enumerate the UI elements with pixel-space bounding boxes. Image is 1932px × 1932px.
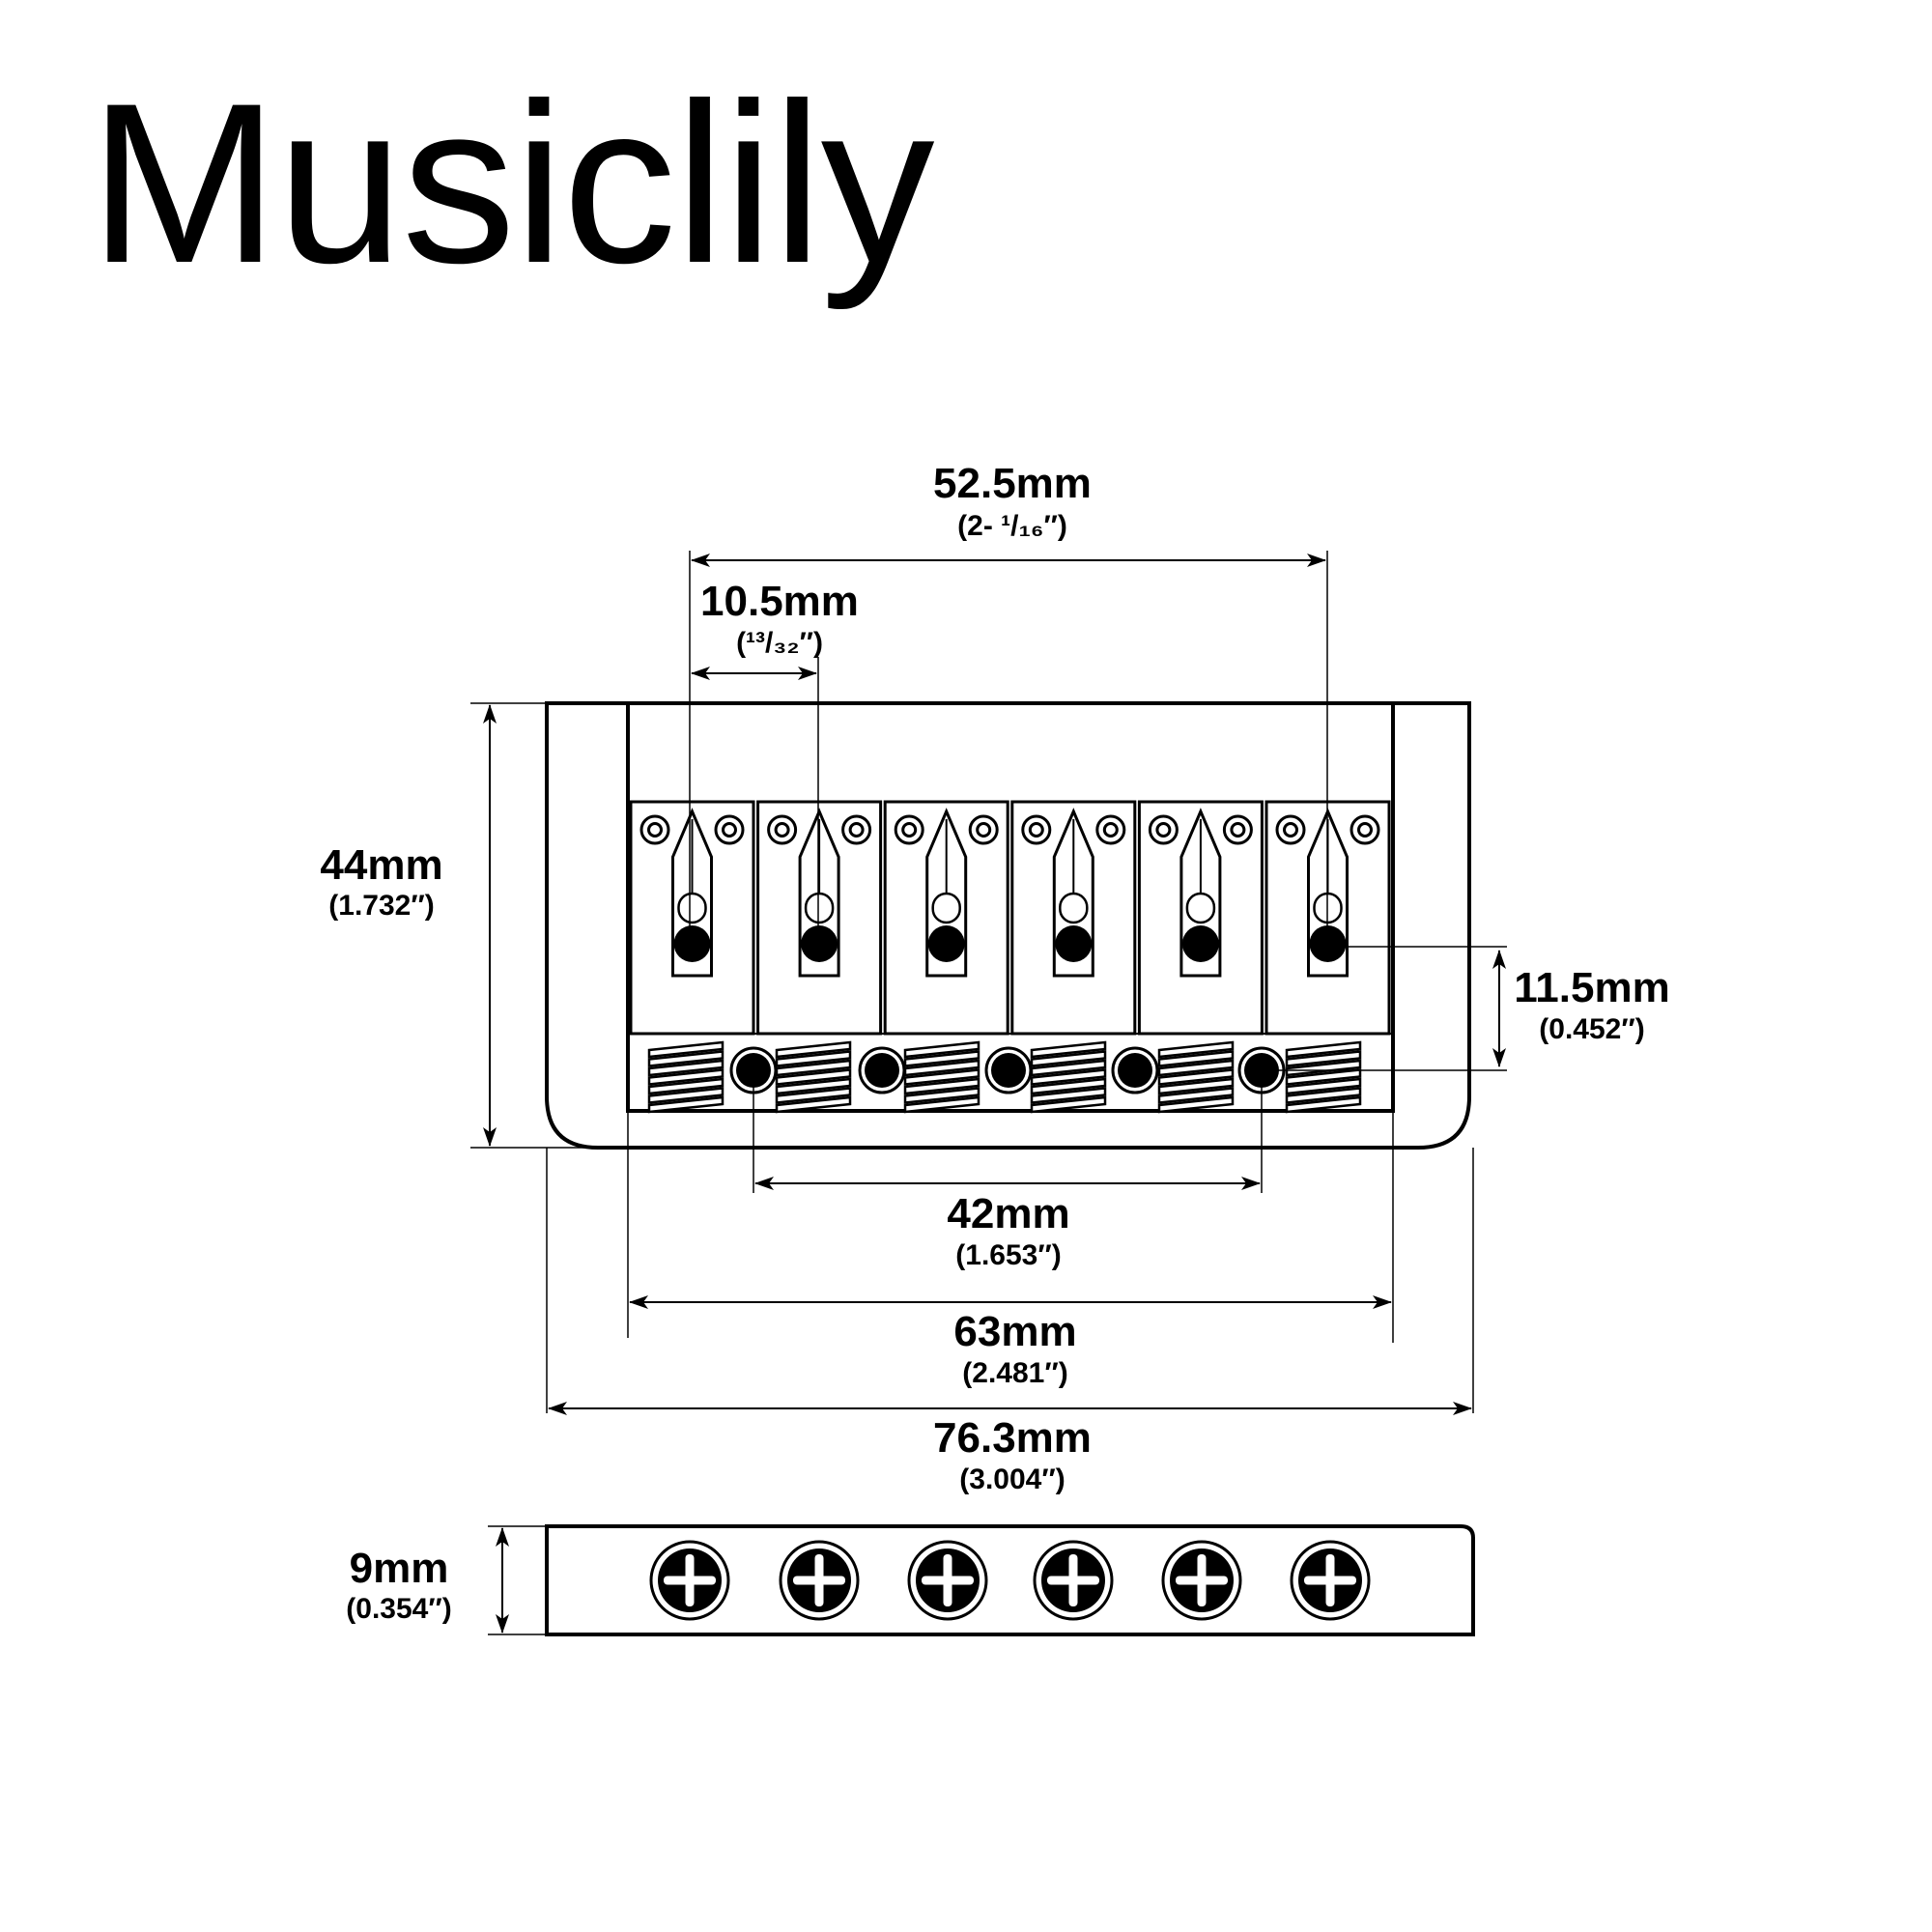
overall-width-mm: 76.3mm — [933, 1414, 1092, 1462]
string-hole-icon — [801, 925, 838, 962]
saddle-spacing-mm: 10.5mm — [700, 578, 859, 625]
inner-width-mm: 63mm — [953, 1308, 1076, 1355]
hex-screw-icon — [1095, 814, 1126, 845]
hex-screw-icon — [894, 814, 924, 845]
string-hole-offset-mm: 11.5mm — [1514, 964, 1669, 1011]
phillips-screw-icon — [1033, 1540, 1114, 1621]
saddle-group — [629, 800, 1391, 1036]
string-spread-mm: 52.5mm — [933, 460, 1092, 507]
hex-screw-icon — [968, 814, 999, 845]
saddle-channel — [626, 701, 1395, 1113]
mounting-hole-icon — [1111, 1046, 1159, 1094]
saddle-body — [1137, 800, 1264, 1036]
string-hole-icon — [1181, 925, 1219, 962]
bridge-side-view — [545, 1524, 1475, 1636]
extension-lines — [470, 551, 1507, 1635]
phillips-screw-icon — [1161, 1540, 1242, 1621]
saddle-body — [756, 800, 883, 1036]
overall-width-inch: (3.004″) — [959, 1463, 1065, 1495]
saddle — [1010, 800, 1137, 1036]
saddle-body — [629, 800, 755, 1036]
phillips-screw-icon — [1290, 1540, 1371, 1621]
side-plate-outline — [545, 1524, 1475, 1636]
saddle — [883, 800, 1009, 1036]
saddle — [629, 800, 755, 1036]
spring-icon — [1030, 1040, 1107, 1114]
height-mm: 9mm — [350, 1545, 449, 1592]
hex-screw-icon — [1350, 814, 1380, 845]
mount-hole-spread-inch: (1.653″) — [955, 1239, 1061, 1271]
bridge-plate-outline — [545, 701, 1471, 1150]
string-hole-offset-inch: (0.452″) — [1539, 1013, 1644, 1045]
phillips-screw-icon — [649, 1540, 730, 1621]
mount-hole-spread-mm: 42mm — [947, 1190, 1069, 1237]
saddle-slot — [798, 808, 840, 978]
phillips-screw-icon — [907, 1540, 988, 1621]
spring-icon — [647, 1040, 724, 1114]
saddle-slot — [1179, 808, 1222, 978]
string-hole-icon — [673, 925, 711, 962]
saddle-slot — [671, 808, 713, 978]
side-screw-group — [649, 1540, 1371, 1621]
spring-row — [647, 1040, 1362, 1114]
spring-icon — [775, 1040, 852, 1114]
spring-icon — [903, 1040, 980, 1114]
hex-screw-icon — [1275, 814, 1306, 845]
string-spread-inch: (2- ¹/₁₆″) — [957, 510, 1067, 542]
dimension-labels: 52.5mm (2- ¹/₁₆″) 10.5mm (¹³/₃₂″) 44mm (… — [320, 460, 1669, 1625]
plate-length-inch: (1.732″) — [328, 890, 434, 922]
spring-icon — [1157, 1040, 1235, 1114]
hex-screw-icon — [767, 814, 798, 845]
phillips-screw-icon — [779, 1540, 860, 1621]
inner-width-inch: (2.481″) — [962, 1357, 1067, 1389]
spring-icon — [1285, 1040, 1362, 1114]
saddle — [1137, 800, 1264, 1036]
height-inch: (0.354″) — [346, 1593, 451, 1625]
plate-length-mm: 44mm — [320, 841, 442, 889]
string-hole-icon — [927, 925, 965, 962]
mounting-hole-icon — [984, 1046, 1033, 1094]
hex-screw-icon — [1021, 814, 1052, 845]
hex-screw-icon — [639, 814, 670, 845]
hex-screw-icon — [714, 814, 745, 845]
dimension-arrows — [483, 554, 1506, 1634]
mounting-hole-icon — [858, 1046, 906, 1094]
saddle-body — [883, 800, 1009, 1036]
hex-screw-icon — [841, 814, 872, 845]
saddle — [756, 800, 883, 1036]
saddle-spacing-inch: (¹³/₃₂″) — [736, 627, 823, 659]
saddle-slot — [1307, 808, 1349, 978]
bridge-top-view — [545, 701, 1471, 1150]
hex-screw-icon — [1222, 814, 1253, 845]
saddle-slot — [925, 808, 968, 978]
hex-screw-icon — [1148, 814, 1179, 845]
saddle-body — [1010, 800, 1137, 1036]
brand-logo: Musiclily — [89, 56, 935, 311]
string-hole-icon — [1055, 925, 1093, 962]
saddle-slot — [1052, 808, 1094, 978]
